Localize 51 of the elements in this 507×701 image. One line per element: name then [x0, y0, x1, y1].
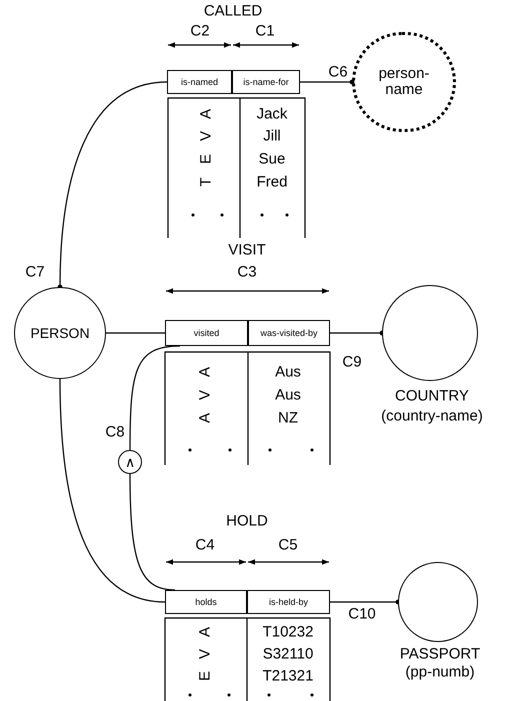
- connector-line: [106, 332, 165, 334]
- label: C6: [328, 64, 348, 80]
- label: Jill: [263, 128, 281, 144]
- entity-label: PASSPORT: [400, 646, 480, 662]
- role-box: was-visited-by: [248, 320, 330, 346]
- entity-label: (pp-numb): [405, 664, 475, 680]
- connector-line: [129, 345, 180, 450]
- label: C3: [237, 264, 257, 280]
- label: S32110: [262, 646, 314, 662]
- label: C9: [342, 354, 362, 370]
- label: C1: [255, 24, 275, 38]
- connector-line: [59, 378, 166, 603]
- connector-line: [129, 474, 176, 591]
- role-box: is-name-for: [232, 70, 300, 94]
- rotated-id: V: [198, 131, 214, 141]
- rotated-id: A: [198, 109, 214, 119]
- label: T21321: [262, 668, 314, 684]
- connector-line: [330, 330, 384, 336]
- label: Fred: [256, 174, 288, 190]
- role-box: visited: [165, 320, 248, 346]
- label: C7: [25, 264, 45, 280]
- label: C4: [195, 538, 215, 552]
- entity-label: COUNTRY: [395, 388, 469, 404]
- rotated-id: V: [198, 649, 212, 659]
- label: CALLED: [204, 4, 262, 18]
- label: NZ: [278, 410, 298, 426]
- label: Aus: [275, 364, 301, 380]
- connector-line: [58, 81, 168, 290]
- label: C2: [190, 24, 210, 38]
- rotated-id: A: [198, 367, 212, 377]
- connector-line: [330, 600, 400, 604]
- role-box: is-held-by: [247, 590, 330, 614]
- rotated-id: A: [198, 627, 212, 637]
- label: C5: [278, 538, 298, 552]
- connector-line: [300, 80, 354, 84]
- rotated-id: V: [198, 390, 212, 400]
- label: C10: [348, 606, 376, 622]
- role-box: is-named: [167, 70, 232, 94]
- label: Jack: [256, 106, 288, 122]
- label: T10232: [262, 624, 314, 640]
- label: Aus: [275, 388, 301, 402]
- label: VISIT: [228, 242, 266, 258]
- label: HOLD: [226, 514, 268, 528]
- rotated-id: E: [198, 154, 214, 164]
- role-box: holds: [165, 590, 247, 614]
- entity-label: (country-name): [381, 408, 483, 424]
- rotated-id: T: [198, 177, 214, 187]
- label: Sue: [258, 152, 286, 166]
- constraint-label: C8: [105, 424, 125, 440]
- rotated-id: E: [198, 671, 212, 681]
- rotated-id: A: [198, 413, 212, 423]
